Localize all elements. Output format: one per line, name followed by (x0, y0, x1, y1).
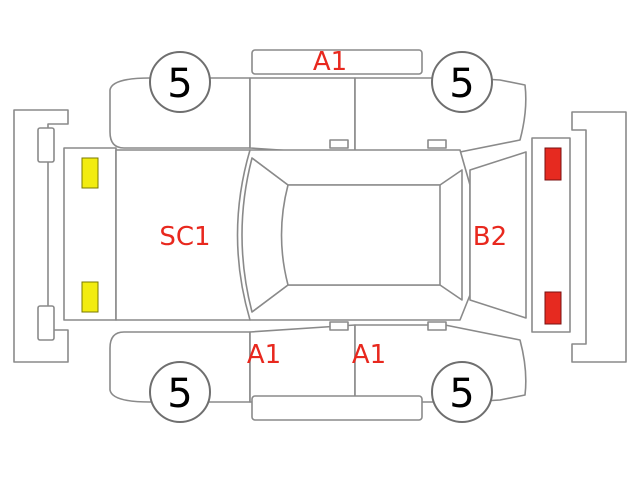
rear-lamp-upper (544, 147, 562, 181)
wheel-rear-right-rating: 5 (449, 371, 474, 417)
front-lamp-lower (81, 281, 99, 313)
damage-code-top-doors: A1 (313, 47, 347, 77)
wheel-front-right: 5 (149, 361, 211, 423)
damage-code-front-right-door: A1 (247, 340, 281, 370)
roof-panel (236, 149, 471, 321)
wheel-rear-right: 5 (431, 361, 493, 423)
wheel-front-left-rating: 5 (167, 61, 192, 107)
tailgate-panel (469, 151, 527, 319)
wheel-rear-left-rating: 5 (449, 61, 474, 107)
wheel-front-right-rating: 5 (167, 371, 192, 417)
damage-code-hood: SC1 (159, 222, 210, 252)
front-lamp-upper (81, 157, 99, 189)
damage-code-tailgate: B2 (473, 222, 507, 252)
front-bumper (13, 109, 69, 363)
wheel-front-left: 5 (149, 51, 211, 113)
rear-lamp-lower (544, 291, 562, 325)
wheel-rear-left: 5 (431, 51, 493, 113)
damage-code-rear-right-door: A1 (352, 340, 386, 370)
rear-bumper (571, 111, 627, 363)
top-running-board (251, 49, 423, 75)
bottom-running-board (251, 395, 423, 421)
